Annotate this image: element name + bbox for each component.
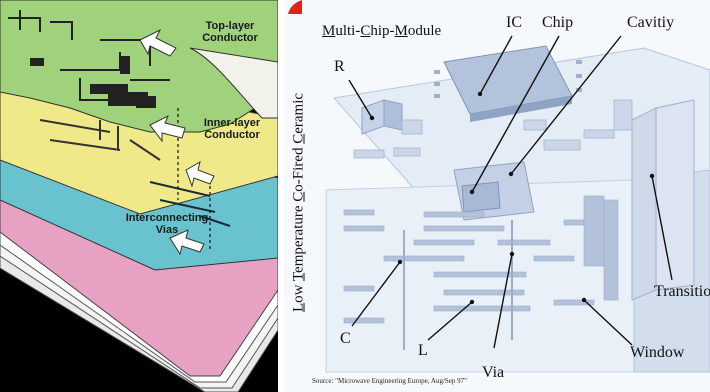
- vertical-title-part: emperature: [291, 202, 307, 273]
- label-c: C: [340, 330, 351, 348]
- title-part: hip-: [370, 23, 394, 39]
- figure-title: Multi-Chip-Module: [322, 23, 441, 40]
- vertical-title-part: o-Fired: [291, 144, 307, 192]
- title-part: C: [360, 23, 370, 39]
- label-l: L: [418, 342, 428, 360]
- label-chip: Chip: [542, 14, 573, 32]
- label-transition: Transition: [654, 283, 710, 301]
- vertical-title-part: L: [291, 303, 307, 312]
- vertical-title-part: eramic: [291, 93, 307, 134]
- label-ic: IC: [506, 14, 522, 32]
- mcm-illustration: Multi-Chip-Module Low Temperature Co-Fir…: [284, 0, 710, 392]
- vertical-title-part: ow: [291, 281, 307, 303]
- label-via: Via: [482, 364, 504, 382]
- vertical-title: Low Temperature Co-Fired Ceramic: [291, 87, 308, 319]
- label-window: Window: [630, 344, 684, 362]
- red-corner-mark: [284, 0, 302, 14]
- label-r: R: [334, 58, 345, 76]
- vertical-title-part: T: [291, 273, 307, 281]
- title-part: odule: [408, 23, 441, 39]
- vertical-title-part: C: [291, 134, 307, 144]
- source-caption: Source: "Microwave Engineering Europe, A…: [312, 377, 467, 385]
- title-part: M: [395, 23, 408, 39]
- title-part: M: [322, 23, 335, 39]
- label-cavity: Cavitiy: [627, 14, 674, 32]
- title-part: ulti-: [335, 23, 360, 39]
- layer-stack-drawing: [0, 0, 278, 392]
- vertical-title-part: C: [291, 192, 307, 202]
